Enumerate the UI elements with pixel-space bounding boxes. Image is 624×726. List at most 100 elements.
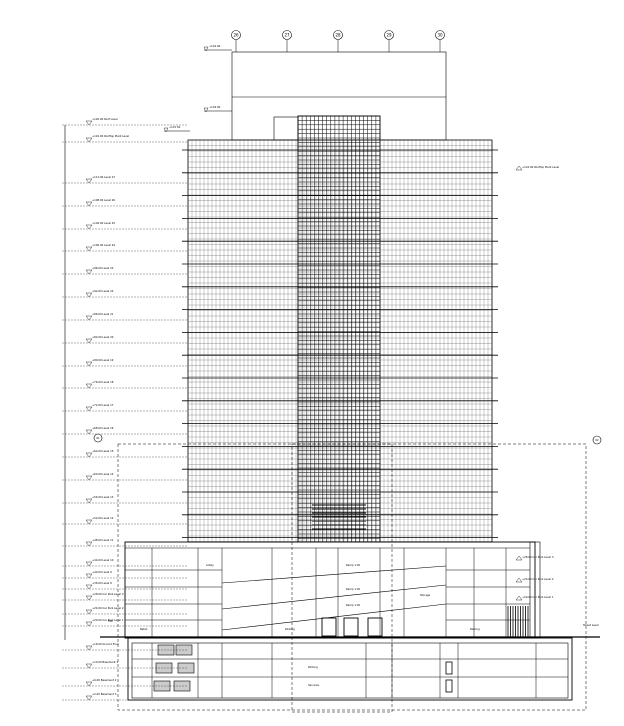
level-label: +108.00 Level 26 [92, 198, 115, 202]
level-triangle [85, 178, 93, 184]
detail-callout-label: 02 [595, 438, 599, 442]
level-triangle [85, 429, 93, 435]
podium-label: Storage [420, 593, 431, 597]
level-label: +92.00 Level 22 [92, 289, 114, 293]
core-grid-lines [297, 115, 380, 542]
right-level-label: +24.00 Car Park Level 2 [522, 577, 554, 581]
podium-door [343, 617, 359, 637]
right-level-triangle [515, 595, 523, 601]
level-triangle [85, 224, 93, 230]
level-triangle [85, 137, 93, 143]
level-triangle [85, 315, 93, 321]
level-label: +104.00 Level 25 [92, 221, 115, 225]
detail-boundary-2 [291, 443, 393, 713]
right-level-label: +116.00 Rooftop Plant Level [522, 165, 559, 169]
ramp-2 [221, 584, 447, 610]
podium-label: Retail [140, 627, 148, 631]
level-label: +96.00 Level 23 [92, 266, 114, 270]
podium-walls [125, 548, 530, 638]
level-triangle [85, 584, 93, 590]
podium-label: Parking [285, 627, 295, 631]
core-crown [273, 116, 299, 141]
level-label: +10.00 Basement 1 [92, 660, 118, 664]
grid-label: 30 [437, 32, 443, 37]
level-label: +120.00 Roof Level [92, 117, 118, 121]
level-label: +84.00 Level 20 [92, 335, 114, 339]
level-label: +76.00 Level 18 [92, 380, 114, 384]
grid-bubble [435, 30, 445, 40]
top-marker-label: +115.50 [169, 125, 181, 129]
top-marker-triangle [203, 46, 209, 52]
level-markers: +120.00 Roof Level+116.00 Rooftop Plant … [62, 117, 188, 701]
top-marker-triangle [163, 127, 169, 133]
level-triangle [85, 561, 93, 567]
level-triangle [85, 338, 93, 344]
level-label: +6.00 Basement 2 [92, 678, 117, 682]
basement-outline [127, 637, 573, 701]
right-level-triangle [515, 555, 523, 561]
level-triangle [85, 292, 93, 298]
basement-inner [131, 642, 569, 699]
level-triangle [85, 498, 93, 504]
detail-callout-label: 01 [96, 436, 100, 440]
lift-shaft [445, 661, 453, 675]
stair-hatch [507, 606, 529, 638]
level-label: +60.00 Level 14 [92, 472, 114, 476]
basement-walls [132, 643, 568, 698]
core-glazing-grid [297, 115, 380, 542]
building-outline [64, 49, 600, 701]
grid-label: 29 [386, 32, 392, 37]
level-triangle [85, 681, 93, 687]
detail-callouts: 01 02 [93, 433, 602, 713]
level-triangle [85, 595, 93, 601]
detail-callout-bubble [592, 435, 602, 445]
level-triangle [85, 120, 93, 126]
level-label: +16.00 Ground Floor [92, 642, 120, 646]
podium-label: Parking [308, 665, 318, 669]
level-label: +20.00 Car Park Level 1 [92, 618, 124, 622]
level-triangle [85, 695, 93, 701]
right-level-markers: +116.00 Rooftop Plant Level +28.00 Car Pa… [515, 165, 559, 601]
level-label: +112.00 Level 27 [92, 175, 115, 179]
podium-door [321, 617, 337, 637]
ramp-3 [221, 603, 447, 631]
right-level-label: +28.00 Car Park Level 3 [522, 555, 554, 559]
basement-wall-lines [132, 643, 568, 698]
level-triangle [85, 269, 93, 275]
level-triangle [85, 519, 93, 525]
level-label: +80.00 Level 19 [92, 358, 114, 362]
level-label: +28.00 Car Park Level 3 [92, 592, 124, 596]
ground-mark-label: FGL [108, 619, 114, 623]
level-triangle [85, 475, 93, 481]
level-label: +40.00 Level 9 [92, 570, 112, 574]
level-triangle [85, 573, 93, 579]
tower-grid-lines [187, 139, 493, 542]
floor-lines [182, 149, 498, 538]
podium-label: Lobby [206, 563, 214, 567]
level-label: +72.00 Level 17 [92, 403, 114, 407]
core-base-bands [312, 504, 366, 530]
level-label: +44.00 Level 10 [92, 558, 114, 562]
curtain-wall-grid [182, 139, 498, 542]
right-level-triangle [515, 577, 523, 583]
podium-door [367, 617, 383, 637]
level-triangle [85, 541, 93, 547]
level-label: +52.00 Level 12 [92, 516, 114, 520]
level-label: +64.00 Level 15 [92, 449, 114, 453]
top-marker-label: +124.00 [209, 44, 221, 48]
podium-label: Ramp 1:20 [346, 587, 361, 591]
level-label: +68.00 Level 16 [92, 426, 114, 430]
level-label: +56.00 Level 13 [92, 495, 114, 499]
grid-bubble [282, 30, 292, 40]
level-label: +48.00 Level 11 [92, 538, 114, 542]
detail-callout-bubble [93, 433, 103, 443]
podium-label: Parking [470, 627, 480, 631]
grid-bubble [384, 30, 394, 40]
level-triangle [85, 383, 93, 389]
lift-shaft [445, 679, 453, 693]
level-triangle [85, 201, 93, 207]
